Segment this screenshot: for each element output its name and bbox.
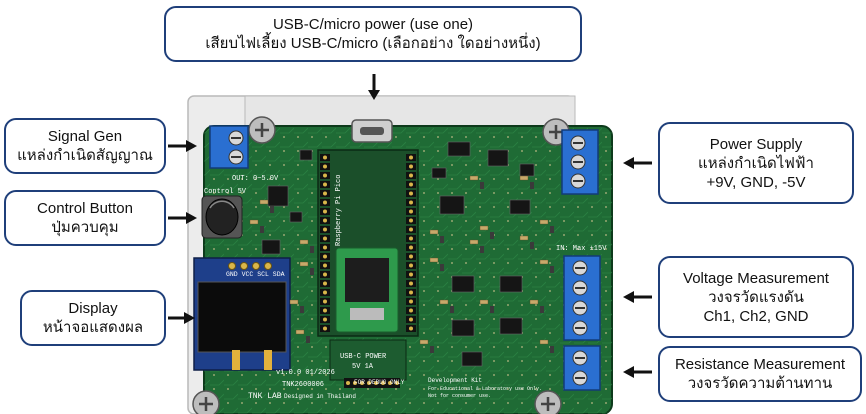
label-resistance-line2: วงจรวัดความต้านทาน bbox=[687, 375, 833, 392]
board-dev-note-2: For Educational & Laboratory use Only. bbox=[428, 386, 542, 392]
board-in-max: IN: Max ±15V bbox=[556, 245, 607, 253]
label-power-supply-line1: Power Supply bbox=[709, 135, 803, 153]
arrow-voltage bbox=[623, 291, 652, 303]
label-usb-power-line1: USB-C/micro power (use one) bbox=[272, 16, 474, 33]
oled-display bbox=[193, 257, 291, 371]
label-control-button-line2: ปุ่มควบคุม bbox=[51, 219, 119, 236]
arrow-control-button bbox=[168, 212, 197, 224]
arrow-usb bbox=[368, 74, 380, 100]
arrow-signal-gen bbox=[168, 140, 197, 152]
board-for-debug: FOR DEBUG ONLY bbox=[354, 379, 405, 386]
board-version: v1.0.0 01/2026 bbox=[276, 369, 335, 377]
board-designed: Designed in Thailand bbox=[284, 393, 356, 400]
label-signal-gen-line2: แหล่งกำเนิดสัญญาณ bbox=[17, 147, 153, 164]
screw-icon bbox=[248, 116, 276, 144]
signal-gen-terminal bbox=[209, 125, 249, 169]
label-voltage-line1: Voltage Measurement bbox=[683, 269, 829, 287]
arrow-display bbox=[168, 312, 195, 324]
board-dev-note-3: Not for consumer use. bbox=[428, 393, 491, 399]
label-display-line2: หน้าจอแสดงผล bbox=[42, 319, 144, 336]
label-voltage: Voltage Measurement วงจรวัดแรงดัน Ch1, C… bbox=[658, 256, 854, 338]
arrow-power-supply bbox=[623, 157, 652, 169]
board-usb-power-sub: 5V 1A bbox=[352, 363, 374, 371]
label-voltage-line3: Ch1, Ch2, GND bbox=[703, 307, 809, 325]
label-power-supply-line3: +9V, GND, -5V bbox=[706, 173, 806, 191]
screw-icon bbox=[192, 390, 220, 414]
voltage-terminal bbox=[563, 255, 601, 341]
smd-components bbox=[249, 141, 554, 388]
label-signal-gen: Signal Gen แหล่งกำเนิดสัญญาณ bbox=[4, 118, 166, 174]
label-display: Display หน้าจอแสดงผล bbox=[20, 290, 166, 346]
board-brand: TNK LAB bbox=[248, 392, 282, 401]
label-power-supply: Power Supply แหล่งกำเนิดไฟฟ้า +9V, GND, … bbox=[658, 122, 854, 204]
label-control-button-line1: Control Button bbox=[37, 200, 133, 217]
board-dev-note-1: Development Kit bbox=[428, 377, 482, 384]
label-usb-power: USB-C/micro power (use one) เสียบไฟเลี้ย… bbox=[164, 6, 582, 62]
power-supply-terminal bbox=[561, 129, 599, 195]
label-resistance-line1: Resistance Measurement bbox=[674, 356, 846, 373]
resistance-terminal bbox=[563, 345, 601, 391]
oled-pin-header bbox=[228, 262, 272, 270]
board-usb-power: USB-C POWER bbox=[340, 353, 387, 361]
arrow-resistance bbox=[623, 366, 652, 378]
label-usb-power-line2: เสียบไฟเลี้ยง USB-C/micro (เลือกอย่าง ใด… bbox=[205, 35, 541, 52]
label-voltage-line2: วงจรวัดแรงดัน bbox=[708, 288, 804, 306]
label-signal-gen-line1: Signal Gen bbox=[47, 128, 123, 145]
board-out-label: OUT: 0~5.0V bbox=[232, 175, 279, 183]
label-display-line1: Display bbox=[68, 300, 118, 317]
board-serial: TNK2600006 bbox=[282, 381, 324, 389]
label-resistance: Resistance Measurement วงจรวัดความต้านทา… bbox=[658, 346, 862, 402]
pico-pin-headers bbox=[320, 154, 416, 332]
control-knob bbox=[201, 195, 243, 239]
board-oled-pins: GND VCC SCL SDA bbox=[226, 271, 285, 278]
board-pico-label: Raspberry Pi Pico bbox=[335, 175, 343, 246]
screw-icon bbox=[534, 390, 562, 414]
label-control-button: Control Button ปุ่มควบคุม bbox=[4, 190, 166, 246]
board-control-label: Control 5V bbox=[204, 188, 247, 196]
label-power-supply-line2: แหล่งกำเนิดไฟฟ้า bbox=[698, 154, 814, 172]
acrylic-plate-top bbox=[244, 95, 576, 127]
